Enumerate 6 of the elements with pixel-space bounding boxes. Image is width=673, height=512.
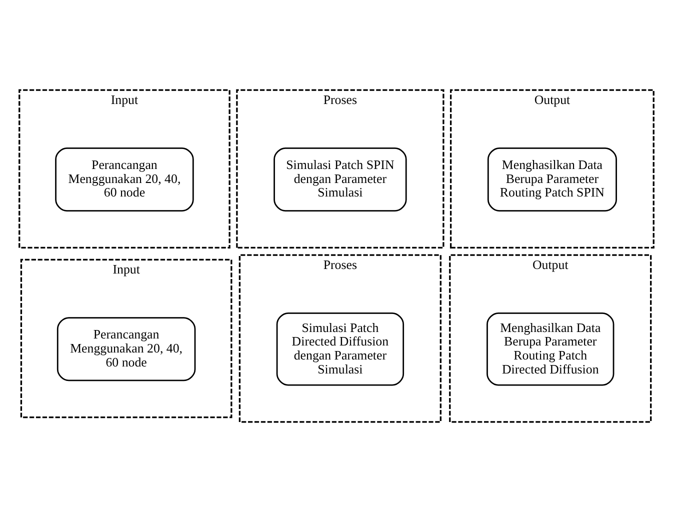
node-box: Perancangan Menggunakan 20, 40, 60 node <box>56 317 196 382</box>
node-box: Menghasilkan Data Berupa Parameter Routing Patch SPIN <box>487 147 617 212</box>
node-box: Perancangan Menggunakan 20, 40, 60 node <box>55 147 194 212</box>
node-box: Menghasilkan Data Berupa Parameter Routing Patch Directed Diffusion <box>486 312 614 386</box>
node-box: Simulasi Patch SPIN dengan Parameter Simulasi <box>274 147 407 212</box>
node-box: Simulasi Patch Directed Diffusion dengan Parameter Simulasi <box>276 312 404 386</box>
